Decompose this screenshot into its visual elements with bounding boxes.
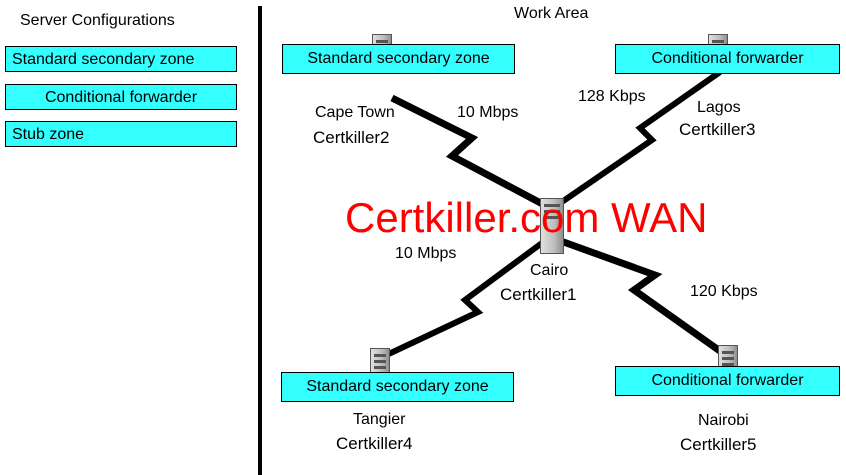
link-nairobi-cairo [556,236,730,359]
server-configurations-title: Server Configurations [20,12,175,29]
panel-divider [258,6,262,475]
zone-nairobi[interactable]: Conditional forwarder [615,366,840,396]
host-certkiller3: Certkiller3 [679,120,756,139]
wan-label: Certkiller.com WAN [345,194,708,241]
link-cape-town-cairo [390,94,552,212]
speed-cape-town-cairo: 10 Mbps [457,104,519,121]
city-tangier: Tangier [353,411,406,428]
speed-lagos-cairo: 128 Kbps [578,88,646,105]
zone-tangier[interactable]: Standard secondary zone [281,372,514,402]
zone-cape-town[interactable]: Standard secondary zone [282,44,515,74]
palette-standard-secondary-zone[interactable]: Standard secondary zone [5,46,237,72]
host-certkiller1: Certkiller1 [500,285,577,304]
host-certkiller5: Certkiller5 [680,435,757,454]
link-lagos-cairo [554,69,722,209]
host-certkiller4: Certkiller4 [336,434,413,453]
palette-stub-zone[interactable]: Stub zone [5,121,237,147]
speed-tangier-cairo: 10 Mbps [395,245,457,262]
palette-conditional-forwarder[interactable]: Conditional forwarder [5,84,237,110]
link-tangier-cairo [378,237,548,361]
host-certkiller2: Certkiller2 [313,128,390,147]
server-cairo-icon [540,198,564,254]
city-nairobi: Nairobi [698,412,749,429]
city-cape-town: Cape Town [315,104,395,121]
city-lagos: Lagos [697,99,741,116]
speed-nairobi-cairo: 120 Kbps [690,283,758,300]
city-cairo: Cairo [530,262,569,279]
zone-lagos[interactable]: Conditional forwarder [615,44,840,74]
work-area-title: Work Area [514,5,589,22]
